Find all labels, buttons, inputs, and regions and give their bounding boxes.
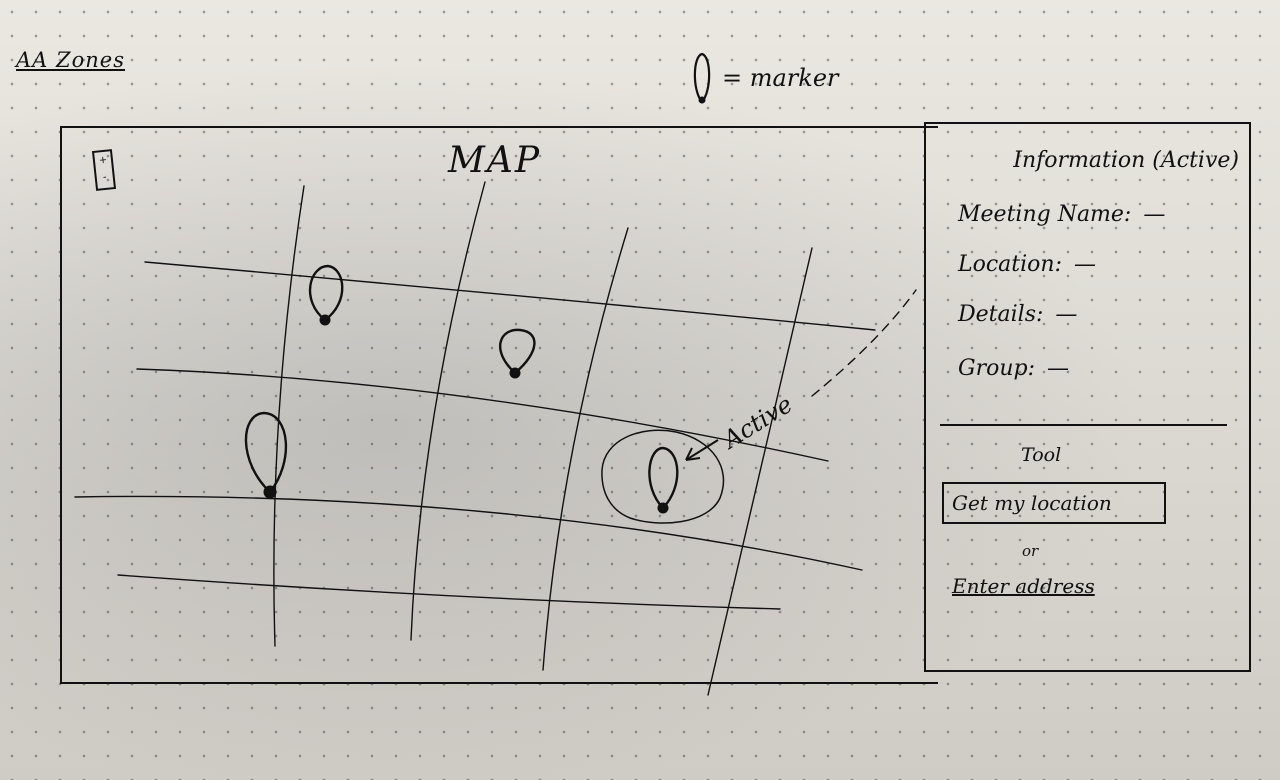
meeting-name-value: —	[1143, 202, 1166, 227]
legend-text: = marker	[722, 64, 839, 92]
info-panel: Information (Active) Meeting Name: — Loca…	[924, 122, 1251, 672]
map-marker[interactable]	[499, 328, 536, 379]
location-field: Location: —	[958, 252, 1096, 277]
details-field: Details: —	[958, 302, 1077, 327]
map-marker[interactable]	[244, 411, 288, 499]
info-panel-title: Information (Active)	[1013, 148, 1239, 173]
group-label: Group:	[958, 356, 1035, 381]
group-field: Group: —	[958, 356, 1069, 381]
zoom-in-icon[interactable]: +	[98, 154, 108, 167]
or-label: or	[1022, 542, 1039, 560]
group-value: —	[1047, 356, 1069, 381]
zoom-out-icon[interactable]: -	[102, 171, 108, 184]
location-label: Location:	[958, 252, 1062, 277]
tool-label: Tool	[1021, 444, 1062, 466]
location-value: —	[1074, 252, 1096, 277]
app-title: AA Zones	[16, 48, 125, 72]
road-line	[273, 185, 305, 647]
road-line	[542, 227, 629, 671]
map-marker[interactable]	[308, 264, 344, 326]
meeting-name-field: Meeting Name: —	[958, 202, 1165, 227]
meeting-name-label: Meeting Name:	[958, 202, 1132, 227]
details-value: —	[1055, 302, 1078, 327]
road-line	[74, 495, 863, 571]
marker-icon	[693, 52, 711, 104]
panel-divider	[940, 424, 1227, 426]
map-title: MAP	[448, 140, 542, 181]
road-line	[144, 261, 876, 331]
road-line	[136, 368, 829, 462]
zoom-control-icon[interactable]: + -	[91, 149, 117, 191]
road-line	[117, 574, 781, 610]
get-my-location-button[interactable]: Get my location	[942, 482, 1166, 524]
road-line	[410, 181, 486, 641]
map-area[interactable]	[60, 126, 938, 684]
details-label: Details:	[958, 302, 1044, 327]
enter-address-link[interactable]: Enter address	[952, 574, 1095, 598]
active-map-marker[interactable]	[601, 429, 725, 524]
road-line	[707, 247, 813, 696]
active-connector-line	[811, 289, 917, 397]
marker-legend: = marker	[690, 50, 839, 106]
